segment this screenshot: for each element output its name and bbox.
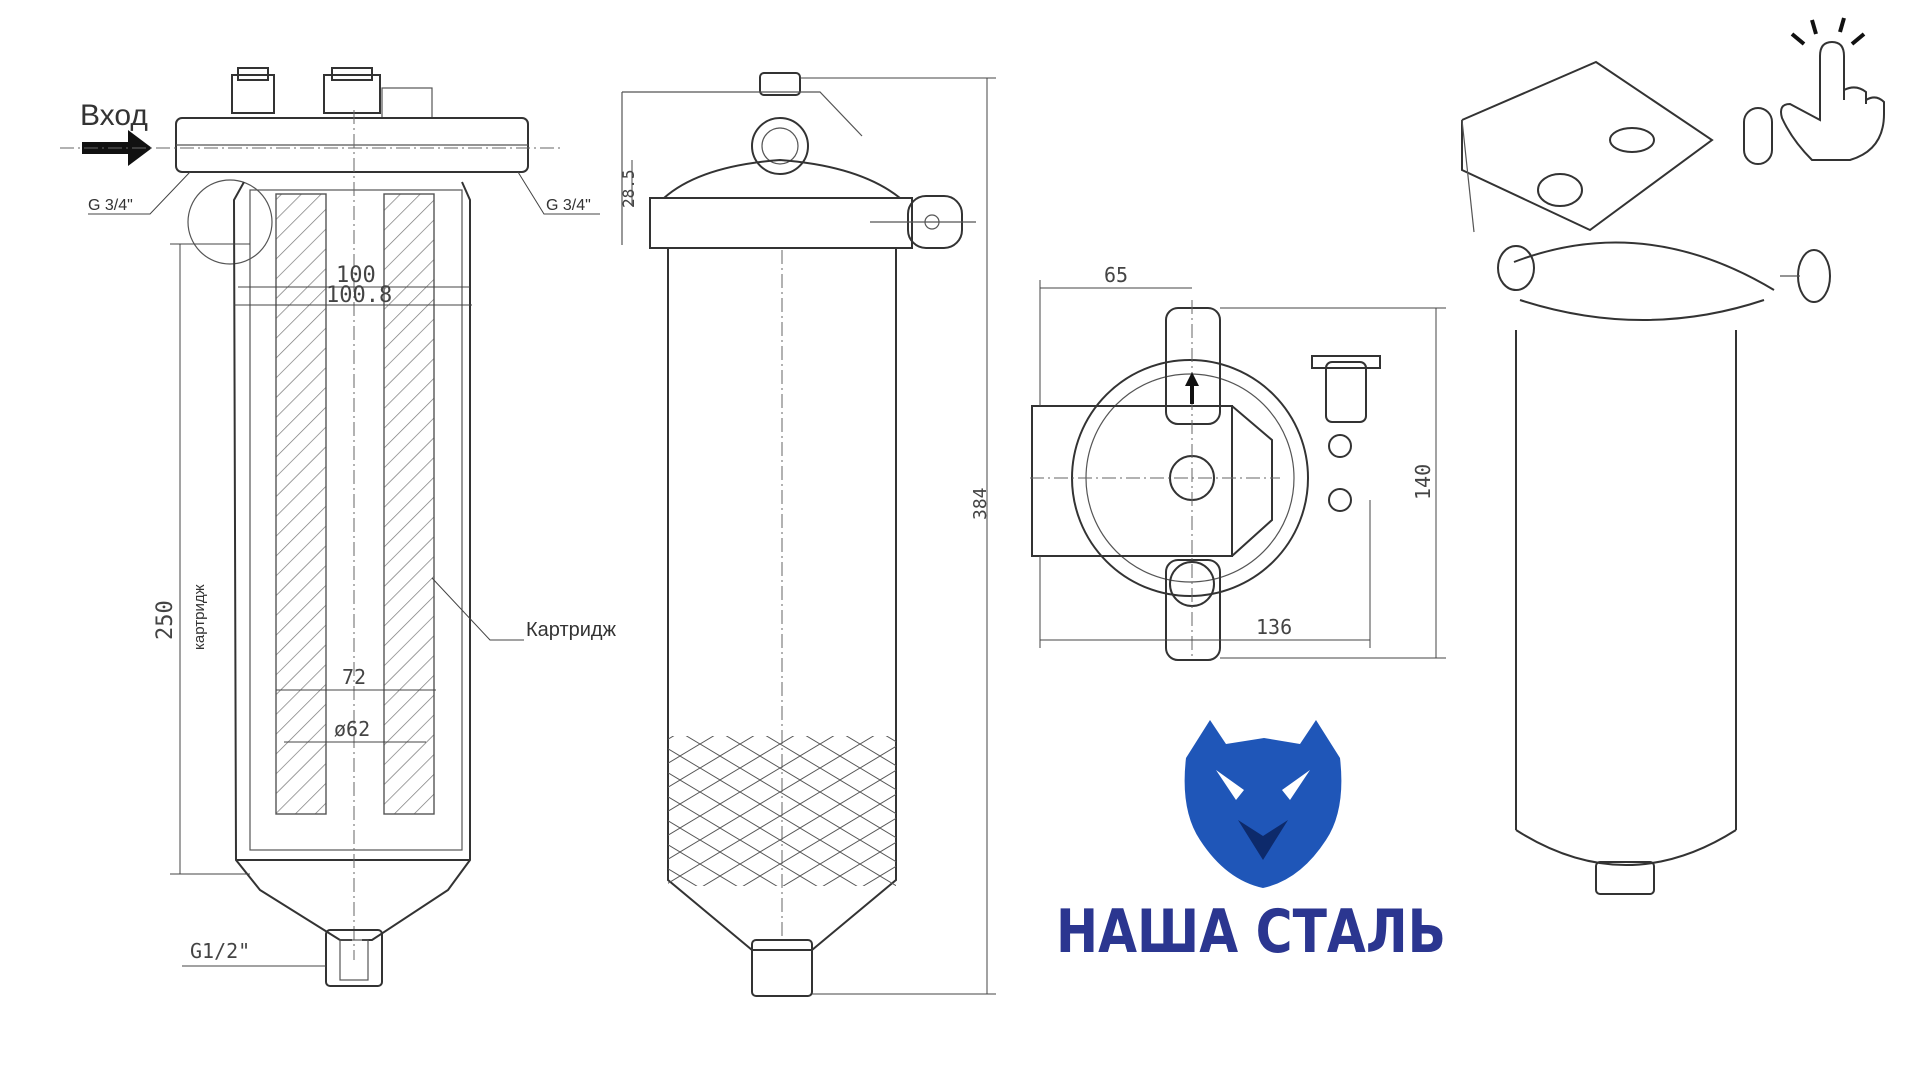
dim-top-inlet-offset: 65 bbox=[1104, 263, 1128, 287]
top-view: 65 136 140 bbox=[1030, 263, 1446, 661]
dim-cartridge-length: 250 bbox=[153, 600, 178, 640]
brand-logo: НАША СТАЛЬ bbox=[1056, 720, 1446, 967]
section-view: Вход G 3/4" G 3/4" 100 100.8 bbox=[60, 67, 617, 987]
dim-top-width: 136 bbox=[1256, 615, 1292, 639]
dim-bracket-height: 28.5 bbox=[619, 169, 638, 208]
dim-cartridge-width: 72 bbox=[342, 665, 366, 689]
dim-total-height: 384 bbox=[970, 487, 991, 520]
dim-cartridge-diameter: ø62 bbox=[334, 717, 370, 741]
flow-arrow-icon bbox=[1185, 372, 1199, 404]
dim-outer-diameter: 100.8 bbox=[326, 283, 392, 308]
isometric-view bbox=[1461, 60, 1831, 895]
cartridge-callout: Картридж bbox=[526, 619, 617, 641]
wolf-shield-icon bbox=[1184, 720, 1342, 888]
outlet-thread: G1/2" bbox=[190, 939, 250, 963]
brand-name: НАША СТАЛЬ bbox=[1056, 897, 1446, 967]
inlet-label: Вход bbox=[80, 99, 148, 132]
inlet-thread-left: G 3/4" bbox=[88, 197, 133, 214]
side-view: 28.5 384 bbox=[619, 72, 996, 997]
dim-top-height: 140 bbox=[1411, 464, 1435, 500]
dim-inner-diameter: 100 bbox=[336, 263, 376, 288]
tap-hand-icon[interactable] bbox=[1780, 17, 1885, 161]
inlet-thread-right: G 3/4" bbox=[546, 197, 591, 214]
cartridge-axis-label: картридж bbox=[191, 584, 208, 650]
